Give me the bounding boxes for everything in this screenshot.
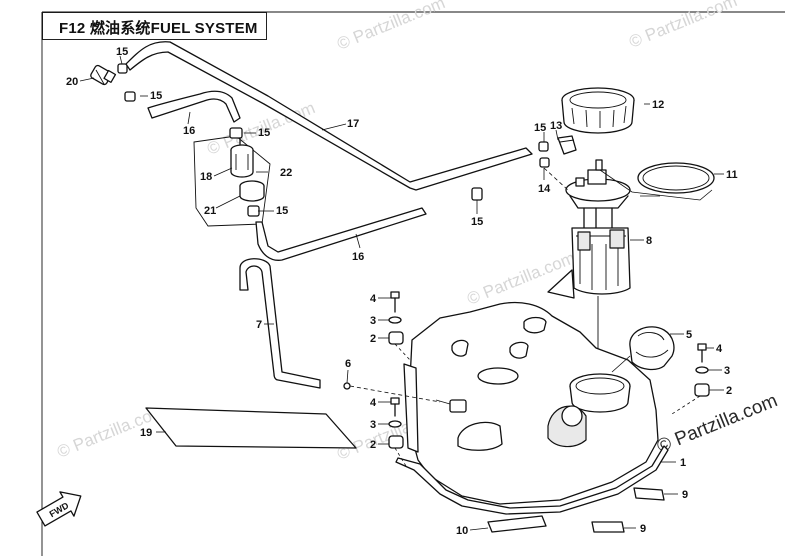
- watermark-4: © Partzilla.com: [464, 248, 577, 309]
- fuel-cap-part-5: [629, 326, 675, 371]
- lock-ring-part-12: [561, 87, 635, 134]
- clip-part-15-f: [538, 141, 549, 152]
- callout-15-b: 15: [150, 90, 162, 102]
- pad-part-19: [145, 407, 357, 449]
- callout-17: 17: [347, 118, 359, 130]
- clip-part-15-e: [471, 187, 483, 201]
- fuel-filter-part-22: [230, 137, 254, 178]
- watermark-2: © Partzilla.com: [626, 0, 739, 52]
- mount-stack-right: [671, 343, 710, 415]
- watermark-1: © Partzilla.com: [334, 0, 447, 54]
- callout-15-f: 15: [534, 122, 546, 134]
- callout-15-a: 15: [116, 46, 128, 58]
- fuel-pump-part-8: [547, 159, 631, 372]
- frame-border: [41, 11, 785, 556]
- callout-9-b: 9: [640, 523, 646, 535]
- seal-ring-part-11: [637, 162, 715, 194]
- pad-part-9-lower: [591, 521, 625, 533]
- callout-10: 10: [456, 525, 468, 537]
- callout-2-b: 2: [726, 385, 732, 397]
- watermark-main: © Partzilla.com: [654, 390, 781, 457]
- callout-4-b: 4: [716, 343, 723, 355]
- pad-part-10: [487, 515, 547, 533]
- callout-12: 12: [652, 99, 664, 111]
- callout-6: 6: [345, 358, 351, 370]
- valve-part-6: [343, 382, 351, 390]
- callout-15-c: 15: [258, 127, 270, 139]
- mount-stack-left-bottom: [388, 397, 407, 467]
- callout-1: 1: [680, 457, 686, 469]
- fwd-arrow-icon: FWD: [36, 491, 82, 527]
- hose-part-17: [125, 41, 533, 191]
- callout-11: 11: [726, 169, 738, 181]
- callout-3-a: 3: [370, 315, 376, 327]
- callout-8: 8: [646, 235, 652, 247]
- callout-21: 21: [204, 205, 216, 217]
- callout-22: 22: [280, 167, 292, 179]
- callout-14: 14: [538, 183, 551, 195]
- callout-2-c: 2: [370, 439, 376, 451]
- callout-19: 19: [140, 427, 152, 439]
- callout-4-a: 4: [370, 293, 377, 305]
- clip-part-15-b: [124, 91, 136, 102]
- callout-13: 13: [550, 120, 562, 132]
- callout-15-d: 15: [276, 205, 288, 217]
- callout-18: 18: [200, 171, 212, 183]
- clamp-part-21: [239, 180, 265, 202]
- fitting-part-14: [539, 157, 550, 168]
- fitting-part-13: [557, 135, 577, 155]
- title-box: F12 燃油系统FUEL SYSTEM: [42, 12, 267, 40]
- hose-part-16-lower: [255, 207, 427, 261]
- callout-5: 5: [686, 329, 692, 341]
- callout-3-b: 3: [724, 365, 730, 377]
- pad-part-9-upper: [633, 487, 665, 501]
- clip-part-15-d: [247, 205, 260, 217]
- clip-part-15-c: [229, 127, 243, 139]
- callout-2-a: 2: [370, 333, 376, 345]
- callout-15-e: 15: [471, 216, 483, 228]
- callout-16-b: 16: [352, 251, 364, 263]
- callout-20: 20: [66, 76, 78, 88]
- hose-part-16-upper: [147, 90, 241, 123]
- breather-hose-part-7: [239, 258, 321, 389]
- callout-7: 7: [256, 319, 262, 331]
- mount-stack-left-top: [388, 291, 411, 361]
- leader-lines: [79, 55, 724, 531]
- fuel-tank-part-1: [349, 301, 669, 515]
- callout-3-c: 3: [370, 419, 376, 431]
- diagram-title: F12 燃油系统FUEL SYSTEM: [59, 20, 258, 37]
- connector-part-20: [90, 64, 117, 86]
- callout-4-c: 4: [370, 397, 377, 409]
- callout-9-a: 9: [682, 489, 688, 501]
- callout-16-a: 16: [183, 125, 195, 137]
- clip-part-15-a: [117, 63, 128, 74]
